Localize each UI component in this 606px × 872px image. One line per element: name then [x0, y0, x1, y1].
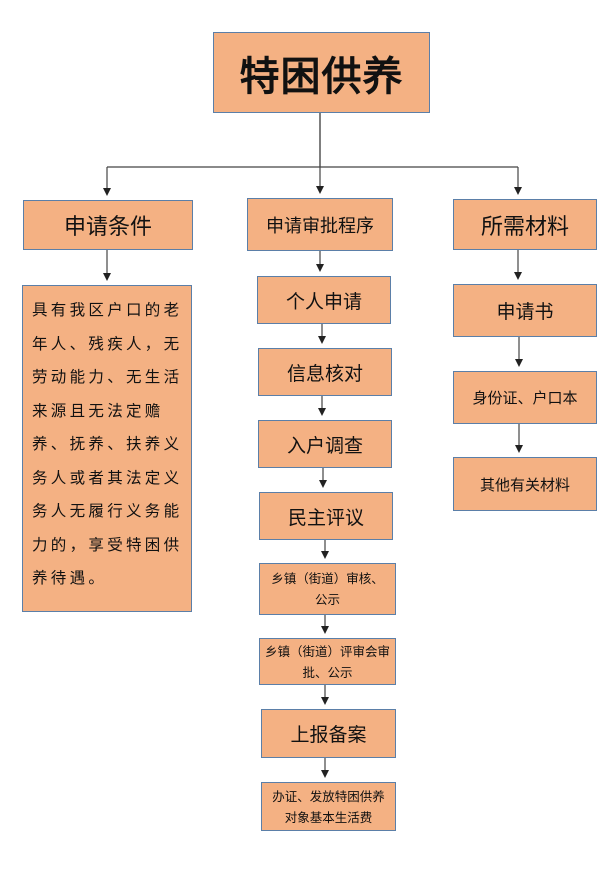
procedure-step-label: 民主评议: [287, 506, 364, 529]
procedure-step-label: 办证、发放特困供养对象基本生活费: [272, 788, 385, 825]
procedure-heading: 申请审批程序: [266, 215, 374, 237]
procedure-heading-box: 申请审批程序: [247, 198, 393, 251]
procedure-step: 信息核对: [258, 348, 392, 396]
conditions-body-box: 具有我区户口的老年人、残疾人，无劳动能力、无生活来源且无法定赡养、抚养、扶养义务…: [22, 285, 192, 612]
material-item-label: 其他有关材料: [479, 475, 570, 494]
procedure-step: 个人申请: [257, 276, 391, 324]
procedure-step: 乡镇（街道）审核、公示: [259, 563, 396, 615]
material-item: 身份证、户口本: [453, 371, 597, 424]
procedure-step-label: 个人申请: [285, 290, 362, 313]
title-text: 特困供养: [239, 53, 404, 100]
procedure-step-label: 信息核对: [286, 362, 363, 385]
procedure-step: 乡镇（街道）评审会审批、公示: [259, 638, 396, 685]
materials-heading-box: 所需材料: [453, 199, 597, 250]
material-item: 申请书: [453, 284, 597, 337]
material-item: 其他有关材料: [453, 457, 597, 511]
procedure-step: 民主评议: [259, 492, 393, 540]
procedure-step: 入户调查: [258, 420, 392, 468]
title-box: 特困供养: [213, 32, 430, 113]
material-item-label: 身份证、户口本: [472, 389, 578, 407]
conditions-heading: 申请条件: [63, 215, 152, 240]
procedure-step-label: 乡镇（街道）评审会审批、公示: [265, 643, 391, 680]
material-item-label: 申请书: [496, 301, 554, 323]
materials-heading: 所需材料: [480, 214, 569, 240]
conditions-body-text: 具有我区户口的老年人、残疾人，无劳动能力、无生活来源且无法定赡养、抚养、扶养义务…: [32, 301, 183, 587]
procedure-step: 上报备案: [261, 709, 396, 758]
conditions-heading-box: 申请条件: [23, 200, 193, 250]
procedure-step-label: 入户调查: [286, 434, 363, 457]
procedure-step: 办证、发放特困供养对象基本生活费: [261, 782, 396, 831]
procedure-step-label: 上报备案: [290, 724, 367, 746]
procedure-step-label: 乡镇（街道）审核、公示: [271, 571, 384, 607]
